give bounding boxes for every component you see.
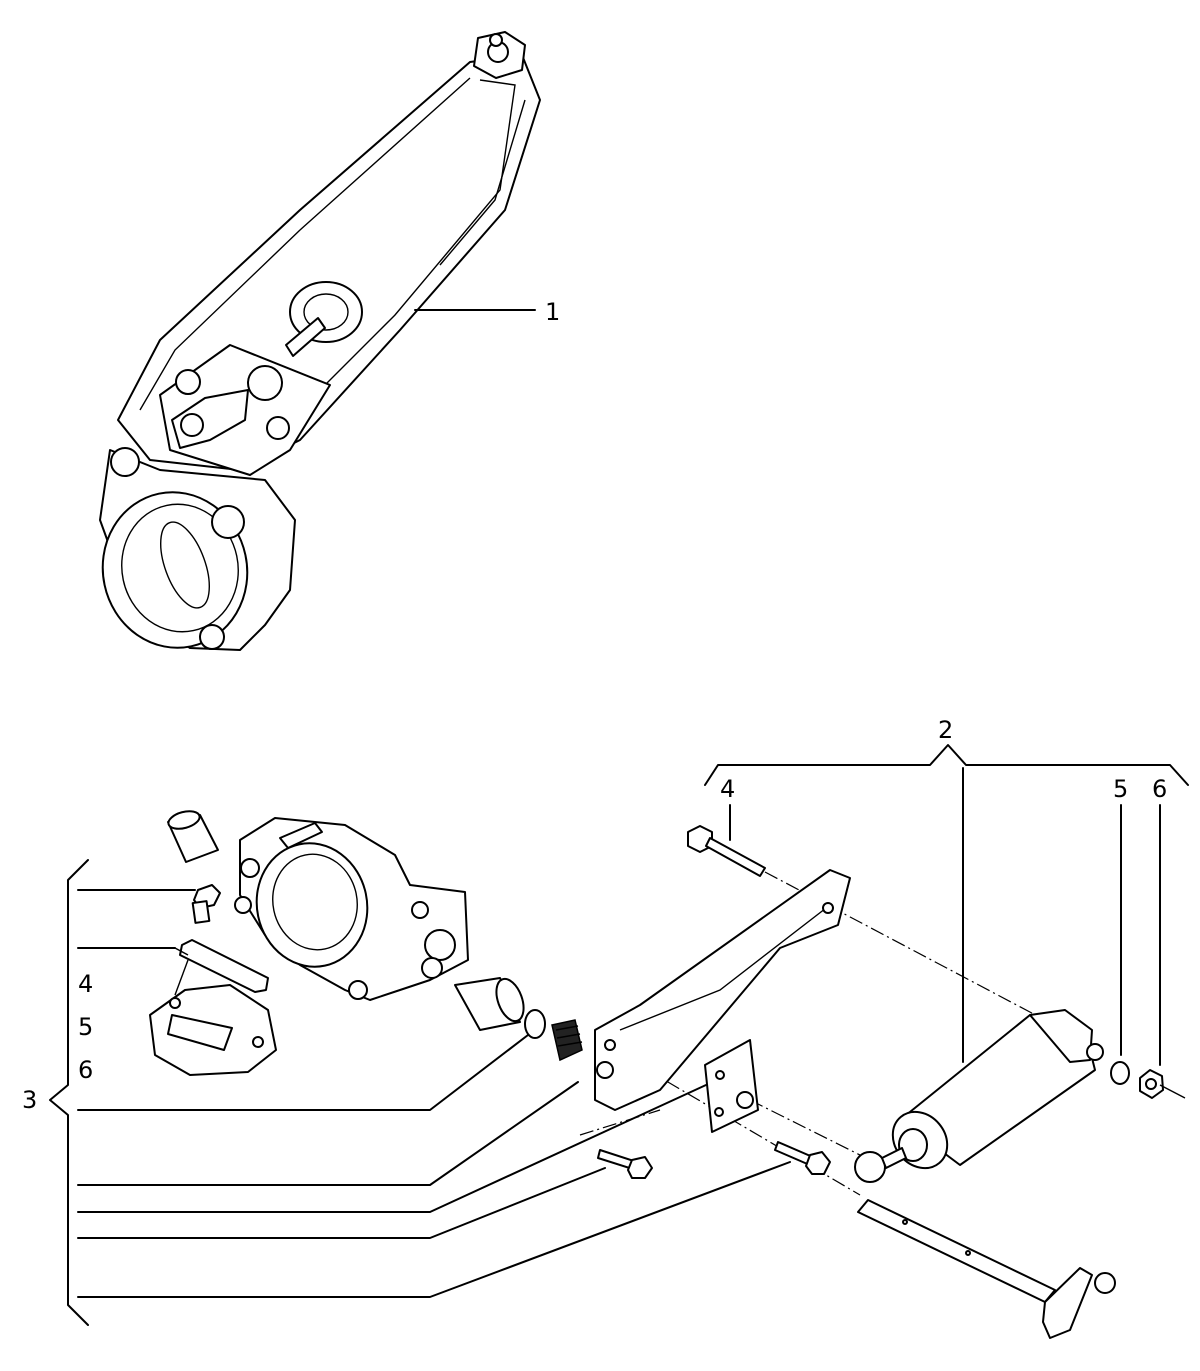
callout-5-top: 5 — [1113, 775, 1128, 803]
retaining-strap — [179, 939, 269, 993]
sleeve-upper — [167, 810, 219, 863]
callout-2: 2 — [938, 716, 953, 744]
throttle-assembly-complete — [99, 31, 541, 651]
group-bracket-3 — [49, 859, 89, 1326]
assembly-axis-3 — [749, 1099, 871, 1161]
callout-3: 3 — [22, 1086, 37, 1114]
cover-plate — [149, 984, 277, 1076]
mounting-plate — [704, 1039, 759, 1133]
callout-6-left: 6 — [78, 1056, 93, 1084]
leader-lines-3 — [77, 889, 791, 1298]
throttle-housing — [234, 817, 469, 1001]
spring — [551, 1019, 583, 1062]
shaft-with-lever — [857, 1199, 1116, 1339]
bolt-small — [191, 884, 221, 924]
hex-nut — [1139, 1069, 1164, 1099]
sleeve-lower — [454, 977, 525, 1031]
group-bracket-2 — [704, 744, 1189, 786]
callout-4-top: 4 — [720, 775, 735, 803]
washer — [1110, 1061, 1130, 1085]
callout-4-left: 4 — [78, 970, 93, 998]
assembly-axis-4 — [579, 1109, 661, 1136]
bolt-lower-right — [774, 1141, 831, 1175]
o-ring — [524, 1009, 546, 1039]
bolt-lower-left — [597, 1149, 653, 1179]
callout-5-left: 5 — [78, 1013, 93, 1041]
actuator-cylinder — [854, 1009, 1104, 1183]
callout-6-top: 6 — [1152, 775, 1167, 803]
bolt-long — [687, 825, 766, 877]
bracket-arm — [594, 869, 851, 1111]
callout-1: 1 — [545, 298, 560, 326]
